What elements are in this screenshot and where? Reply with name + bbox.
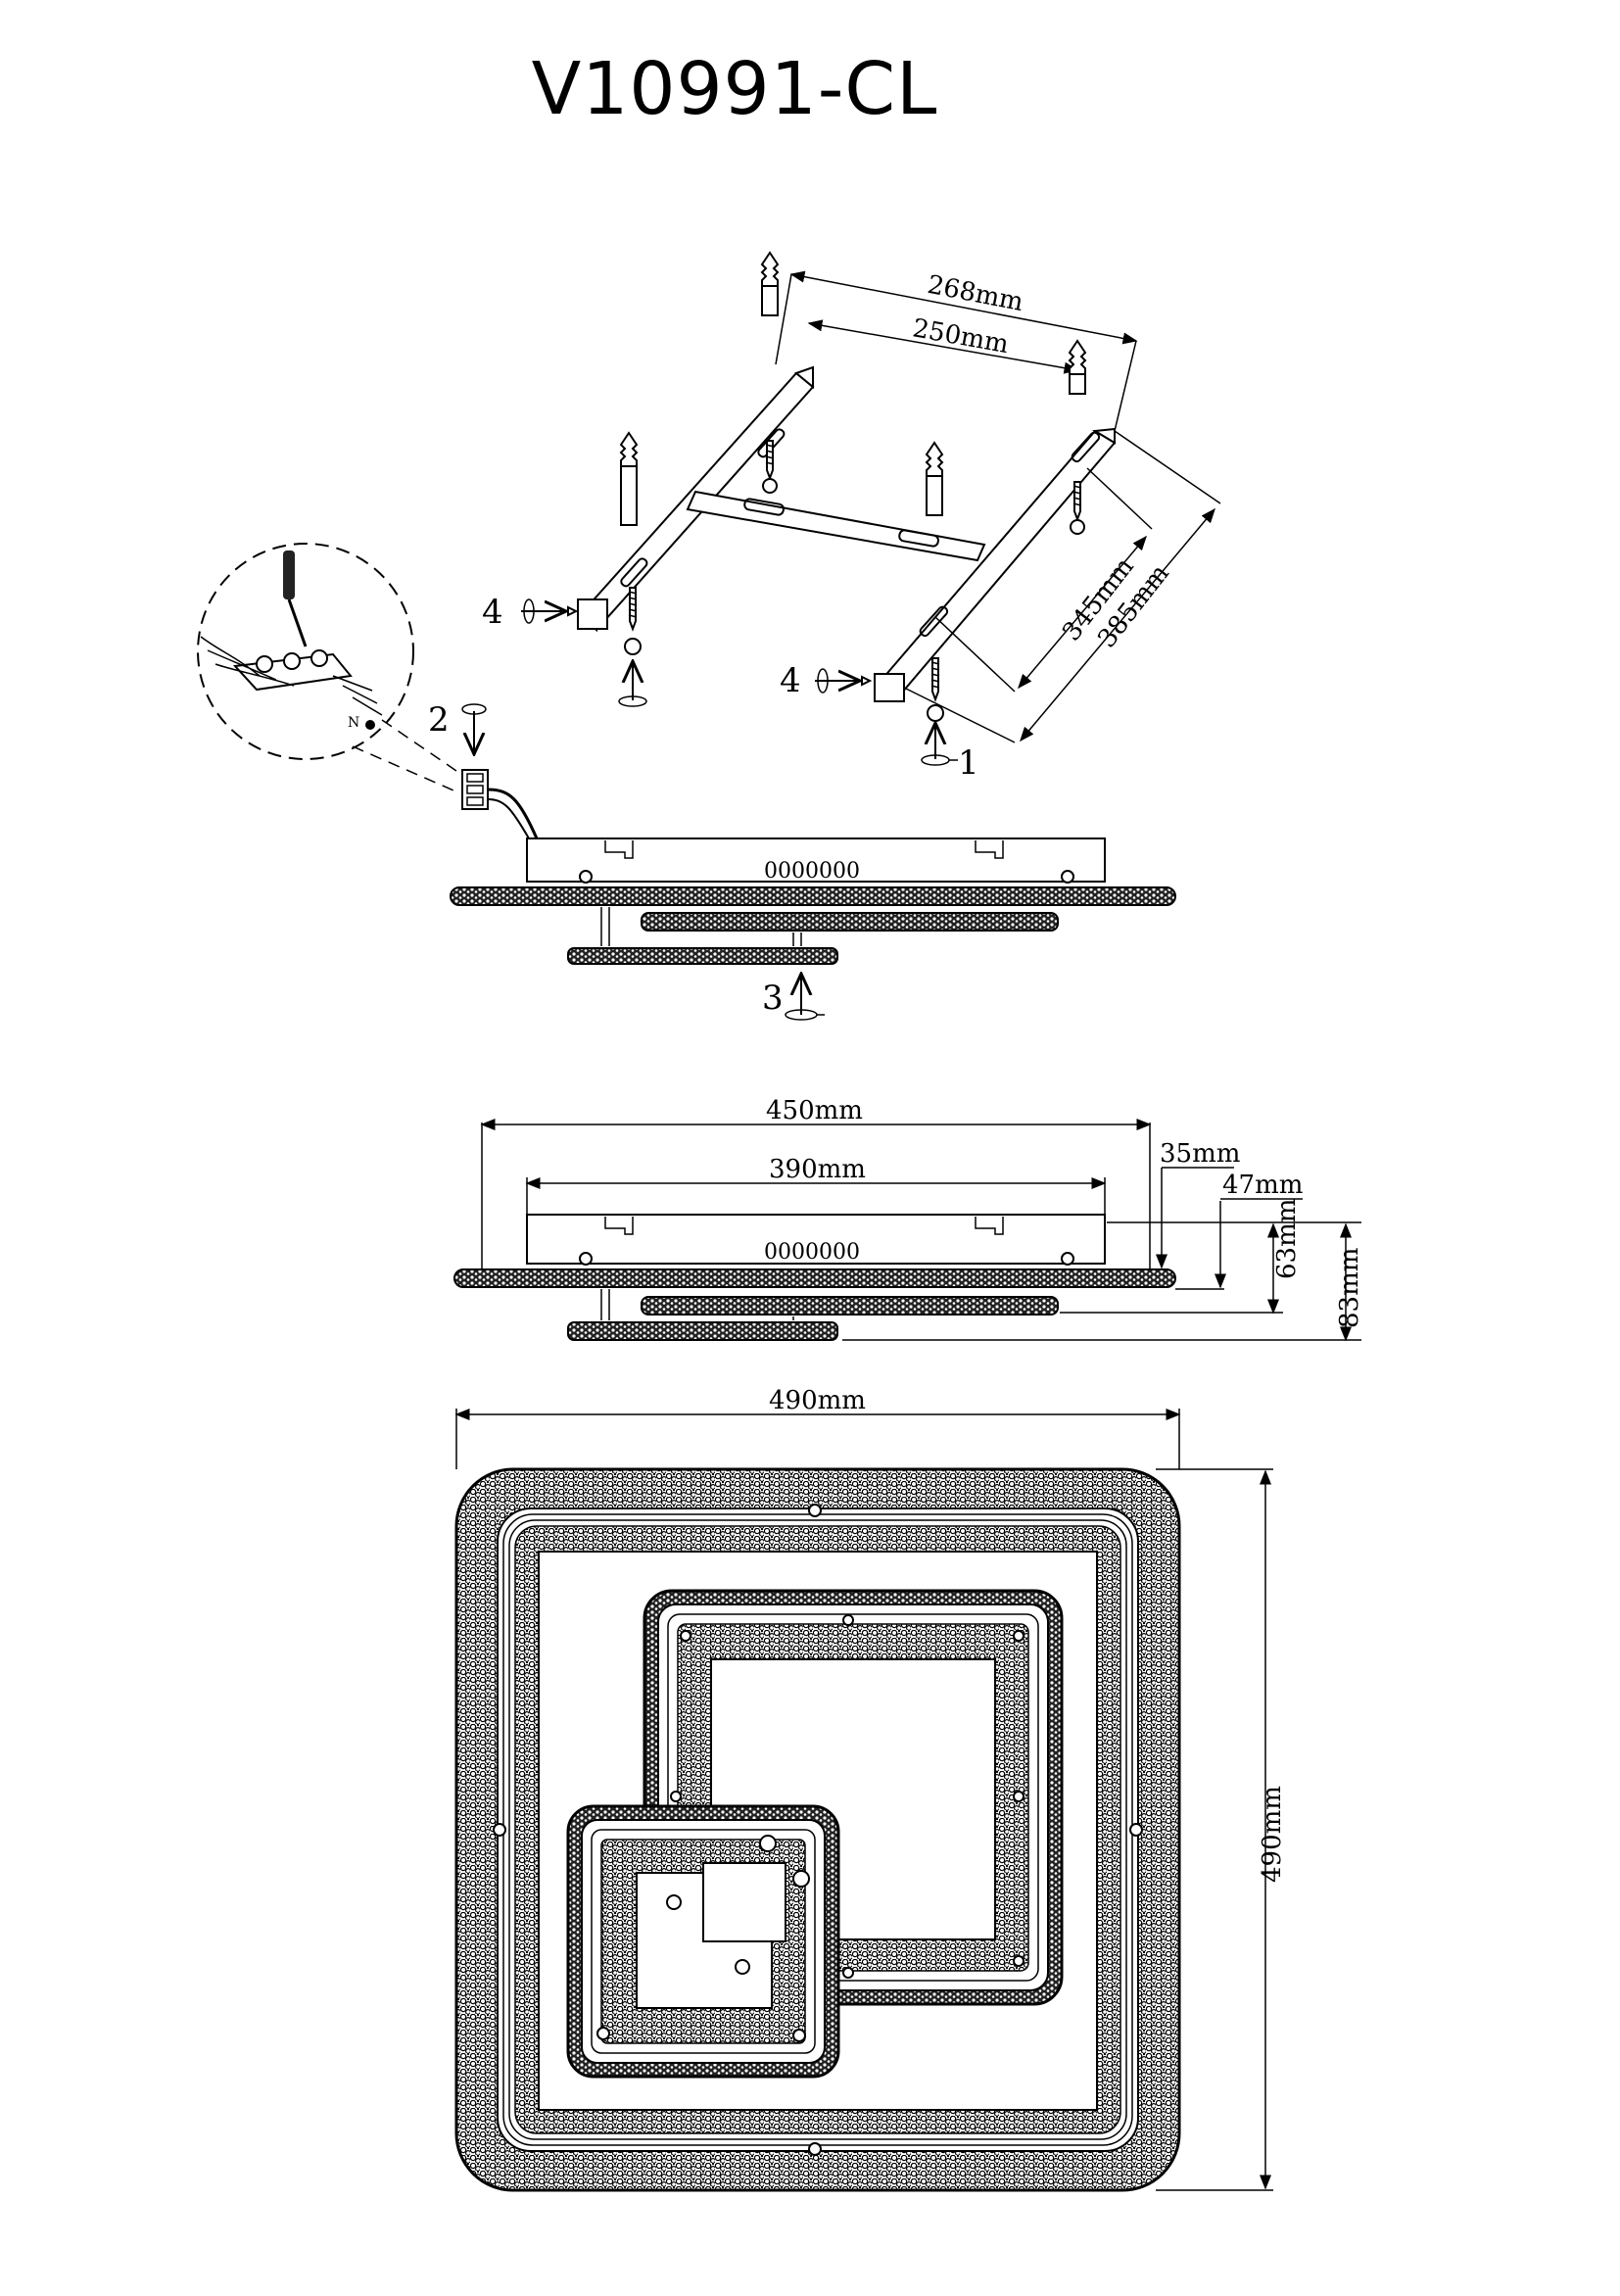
step-2-label: 2: [428, 700, 450, 740]
fixture-top-view: [454, 1467, 1181, 2192]
dimension-490-width: 490mm: [454, 1386, 1181, 1469]
dim-490-height-label: 490mm: [1258, 1786, 1287, 1883]
dim-450-label: 450mm: [766, 1096, 863, 1125]
step-4b-label: 4: [780, 661, 801, 700]
dimension-47: 47mm: [1107, 1171, 1303, 1290]
wall-anchor-3: [619, 431, 639, 526]
terminal-block: [200, 636, 383, 716]
screw-3: [624, 587, 642, 655]
rotate-arrow-connector: [461, 703, 487, 754]
dimension-63: 63mm: [1060, 1199, 1302, 1315]
rotate-arrow-left-screw: [618, 661, 647, 707]
dim-490-width-label: 490mm: [769, 1386, 866, 1415]
screw-1: [762, 440, 778, 494]
screw-4: [927, 657, 944, 722]
fixture-side-view-dimensioned: 0000000: [453, 1214, 1176, 1341]
dimension-390: 390mm: [525, 1155, 1107, 1215]
wall-anchor-1: [760, 251, 780, 316]
bracket-rail-right: [874, 427, 1117, 702]
step-1-label: 1: [958, 743, 979, 783]
wall-anchor-2: [1068, 339, 1087, 395]
assembly-code-label: 0000000: [764, 859, 860, 884]
rotate-arrow-fixture: [785, 974, 825, 1021]
bracket-crossbar: [686, 490, 986, 562]
model-title: V10991-CL: [531, 47, 938, 131]
side-screw-right: [815, 668, 873, 694]
step-4a-label: 4: [482, 593, 503, 632]
side-code-label: 0000000: [764, 1240, 860, 1265]
terminal-n-label: N: [348, 715, 359, 731]
dimension-490-height: 490mm: [1156, 1468, 1287, 2191]
dim-250-label: 250mm: [910, 313, 1011, 359]
screw-2: [1070, 481, 1085, 535]
wall-anchor-4: [925, 441, 944, 516]
inner-ring: [566, 1804, 840, 2079]
step-3-label: 3: [762, 979, 784, 1018]
dimension-83: 83mm: [842, 1221, 1364, 1342]
mounting-bracket: 268mm 250mm 345mm 385mm: [482, 251, 1221, 783]
side-screw-left: [521, 598, 579, 624]
dim-63-label: 63mm: [1272, 1199, 1302, 1279]
wiring-detail: N: [197, 543, 476, 794]
rotate-arrow-right-screw: [921, 723, 958, 766]
screwdriver-icon: [283, 550, 308, 647]
connector: [461, 769, 539, 839]
dim-83-label: 83mm: [1335, 1248, 1364, 1328]
middle-ring: [643, 1589, 1064, 2006]
dim-390-label: 390mm: [769, 1155, 866, 1184]
dim-35-label: 35mm: [1160, 1139, 1240, 1169]
dimension-450: 450mm: [480, 1096, 1152, 1269]
fixture-side-view-assembly: 0000000: [450, 837, 1176, 965]
dimension-35: 35mm: [1156, 1139, 1240, 1269]
dim-47-label: 47mm: [1222, 1171, 1303, 1200]
